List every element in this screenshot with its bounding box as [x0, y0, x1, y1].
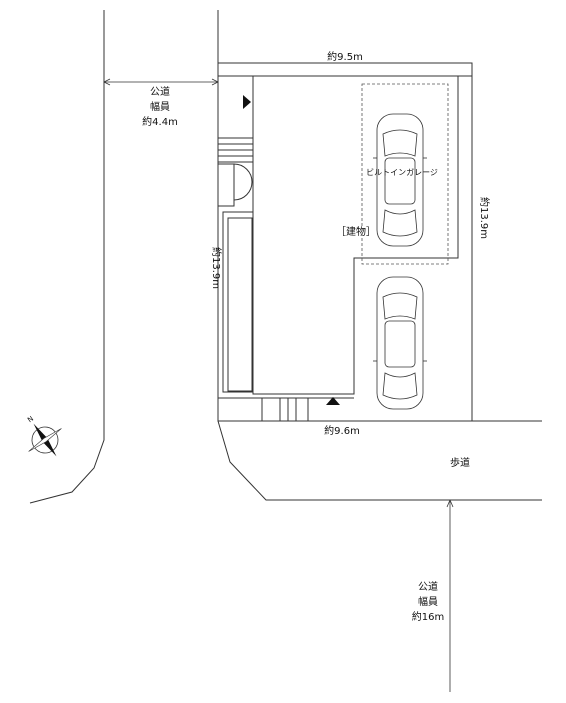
front-road-label-3: 約16m — [412, 610, 444, 623]
front-road-width-dimension — [446, 499, 454, 692]
entrance-marker-front — [326, 397, 340, 405]
front-road-label-2: 幅員 — [418, 595, 438, 608]
lot — [217, 62, 473, 422]
side-road-width-dimension — [103, 78, 219, 86]
garage-label: ビルトインガレージ — [366, 167, 438, 177]
sidewalk — [217, 420, 542, 501]
entrance-marker-side — [243, 95, 251, 109]
side-road-left-edge — [29, 10, 105, 504]
depth-left-label: 約13.9m — [210, 247, 223, 289]
wall-niche-inner — [227, 217, 253, 392]
side-road-label-1: 公道 — [150, 85, 170, 98]
side-road — [29, 10, 219, 504]
wall-niche — [222, 211, 254, 393]
garage-area — [361, 83, 449, 265]
side-door — [217, 163, 235, 207]
building-outline — [252, 75, 459, 395]
car-icon — [373, 113, 427, 247]
side-road-label-2: 幅員 — [150, 100, 170, 113]
front-road-label-1: 公道 — [418, 580, 438, 593]
building — [217, 75, 459, 422]
sidewalk-label: 歩道 — [450, 456, 470, 469]
width-bottom-label: 約9.6m — [324, 424, 360, 437]
width-top-label: 約9.5m — [327, 50, 363, 63]
side-road-label-3: 約4.4m — [142, 115, 178, 128]
door-swing — [233, 163, 253, 201]
compass-icon: N — [26, 415, 62, 457]
depth-right-label: 約13.9m — [478, 197, 491, 239]
svg-text:N: N — [26, 415, 35, 425]
car-icon — [373, 276, 427, 410]
front-steps — [261, 397, 309, 422]
building-label: ［建物］ — [336, 225, 376, 238]
lot-boundary — [217, 62, 473, 422]
sidewalk-front-edge — [217, 420, 542, 501]
